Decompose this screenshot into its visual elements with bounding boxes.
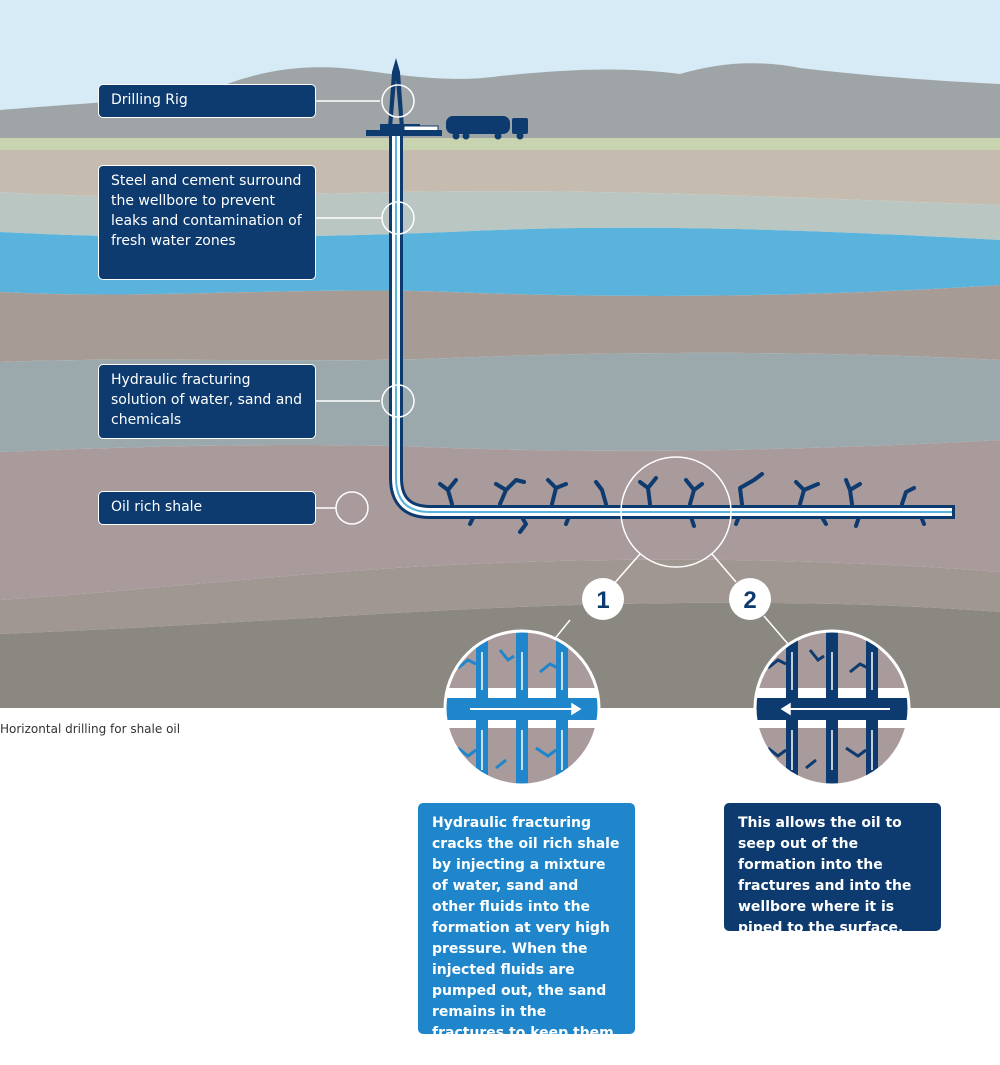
step-2-number: 2 — [743, 587, 756, 614]
step-2-marker: 2 — [729, 578, 771, 620]
wellbore — [389, 132, 955, 519]
label-drilling-rig: Drilling Rig — [98, 84, 316, 118]
stratum-3 — [0, 285, 1000, 362]
step-1-description: Hydraulic fracturing cracks the oil rich… — [418, 803, 635, 1062]
step-1-marker: 1 — [582, 578, 624, 620]
callout-connectors — [316, 84, 801, 663]
step-1-number: 1 — [596, 587, 609, 614]
hills — [0, 63, 1000, 146]
label-steel-cement: Steel and cement surround the wellbore t… — [98, 165, 316, 280]
tanker-truck — [446, 116, 528, 140]
ground-surface — [0, 138, 1000, 150]
step-2-description: This allows the oil to seep out of the f… — [724, 803, 941, 936]
label-oil-rich-shale: Oil rich shale — [98, 491, 316, 525]
zoom-detail-injection — [443, 629, 601, 787]
label-hydraulic-solution: Hydraulic fracturing solution of water, … — [98, 364, 316, 439]
zoom-detail-extraction — [753, 629, 911, 787]
drilling-rig — [366, 58, 442, 136]
diagram-caption: Horizontal drilling for shale oil — [0, 722, 181, 736]
